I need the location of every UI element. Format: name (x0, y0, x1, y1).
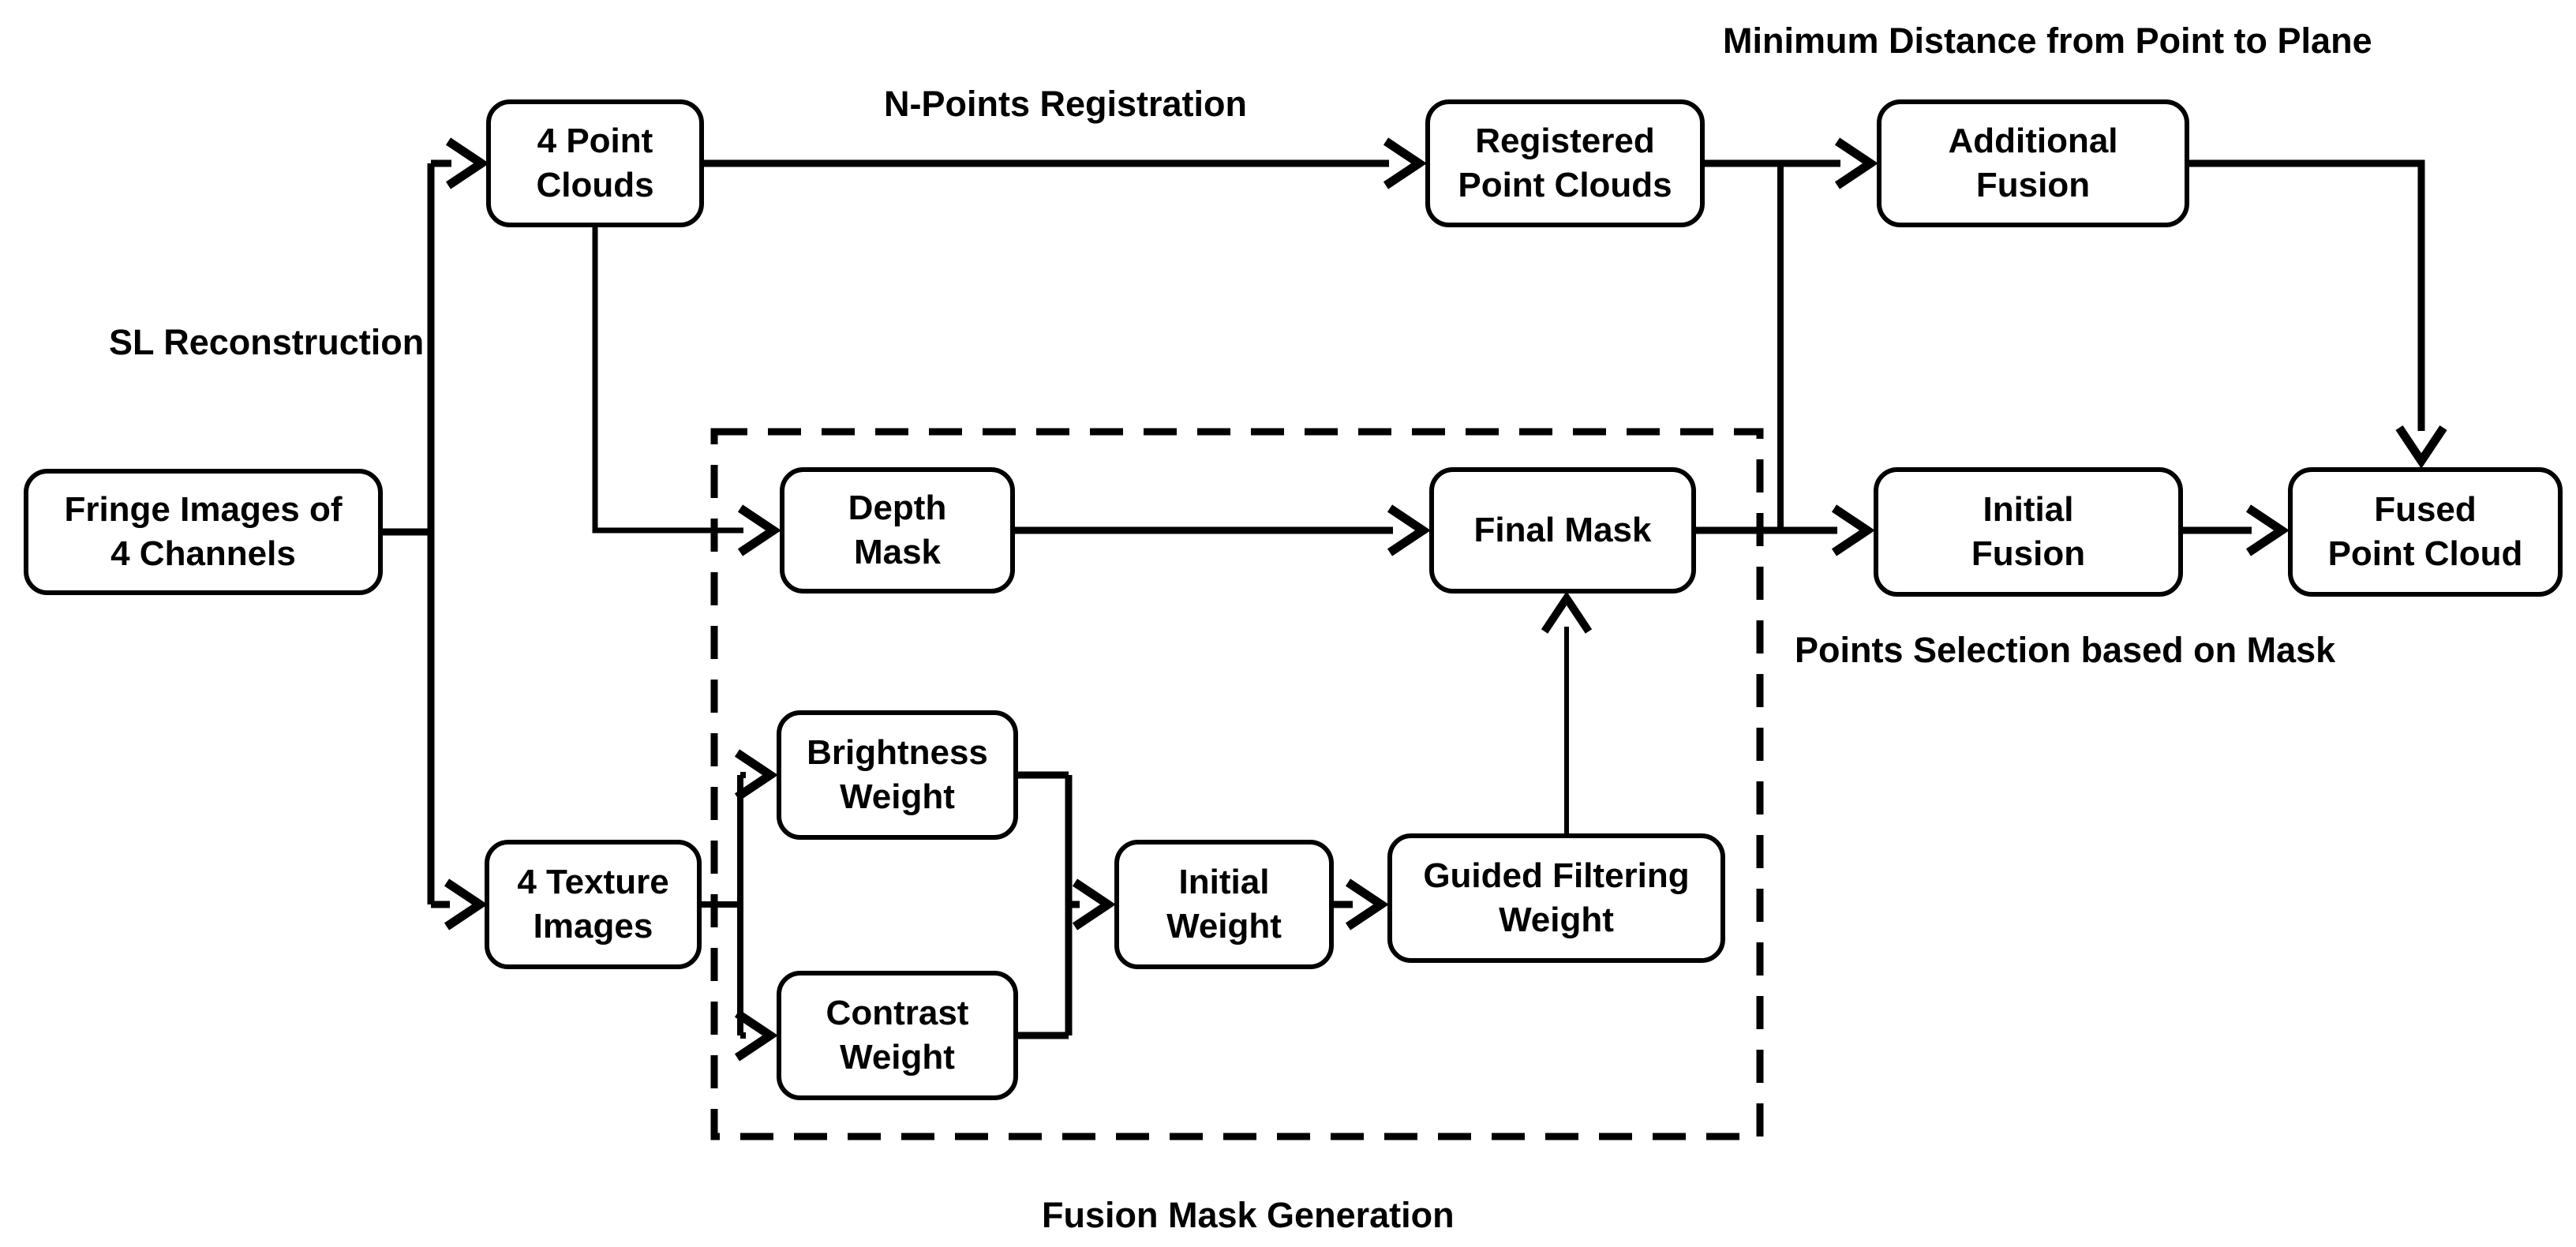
box-texture-images-label: 4 Texture Images (517, 863, 669, 946)
label-fusion-mask-generation: Fusion Mask Generation (1042, 1195, 1455, 1235)
connector-finalmask-to-initialfusion (1696, 504, 1875, 556)
box-additional-fusion: Additional Fusion (1877, 99, 2189, 227)
box-fringe-images: Fringe Images of 4 Channels (24, 469, 383, 595)
box-point-clouds-label: 4 Point Clouds (536, 122, 654, 204)
box-brightness-weight-label: Brightness Weight (807, 733, 988, 816)
box-contrast-weight: Contrast Weight (777, 971, 1018, 1100)
connector-weights-to-initialweight (1018, 771, 1116, 1039)
box-fused-point-cloud-label: Fused Point Cloud (2327, 490, 2523, 573)
box-brightness-weight: Brightness Weight (777, 710, 1018, 840)
box-contrast-weight-label: Contrast Weight (826, 994, 969, 1077)
box-initial-weight: Initial Weight (1114, 840, 1334, 969)
box-final-mask-label: Final Mask (1473, 511, 1652, 550)
box-texture-images: 4 Texture Images (485, 840, 702, 969)
connector-pointclouds-to-registered (704, 137, 1427, 189)
box-fringe-images-label: Fringe Images of 4 Channels (64, 490, 343, 573)
box-depth-mask-label: Depth Mask (848, 489, 947, 571)
label-minimum-distance: Minimum Distance from Point to Plane (1723, 21, 2372, 61)
box-guided-filtering-weight-label: Guided Filtering Weight (1423, 856, 1690, 939)
box-final-mask: Final Mask (1429, 467, 1696, 594)
connector-additionalfusion-to-fused (2189, 159, 2447, 469)
box-fused-point-cloud: Fused Point Cloud (2288, 467, 2563, 597)
box-initial-fusion-label: Initial Fusion (1971, 490, 2086, 573)
box-depth-mask: Depth Mask (780, 467, 1015, 594)
label-n-points-registration: N-Points Registration (884, 84, 1248, 124)
connector-depthmask-to-finalmask (1015, 504, 1431, 556)
label-points-selection: Points Selection based on Mask (1795, 630, 2336, 670)
box-registered-point-clouds: Registered Point Clouds (1425, 99, 1705, 227)
box-additional-fusion-label: Additional Fusion (1948, 122, 2118, 204)
connector-initialfusion-to-fused (2183, 504, 2290, 556)
connector-initialweight-to-guided (1334, 878, 1389, 931)
box-guided-filtering-weight: Guided Filtering Weight (1387, 833, 1725, 963)
box-initial-fusion: Initial Fusion (1874, 467, 2183, 597)
box-initial-weight-label: Initial Weight (1166, 863, 1282, 946)
connector-fringe-to-branches (383, 137, 489, 931)
connector-pointclouds-to-depthmask (592, 227, 781, 556)
label-sl-reconstruction: SL Reconstruction (109, 322, 425, 362)
connector-registered-to-additionalfusion (1705, 137, 1878, 527)
fusion-mask-dashed-boundary (710, 428, 1764, 1140)
box-registered-point-clouds-label: Registered Point Clouds (1458, 122, 1672, 204)
box-point-clouds: 4 Point Clouds (486, 99, 704, 227)
connector-texture-to-weights (702, 749, 778, 1062)
connector-guided-to-finalmask (1541, 590, 1593, 833)
